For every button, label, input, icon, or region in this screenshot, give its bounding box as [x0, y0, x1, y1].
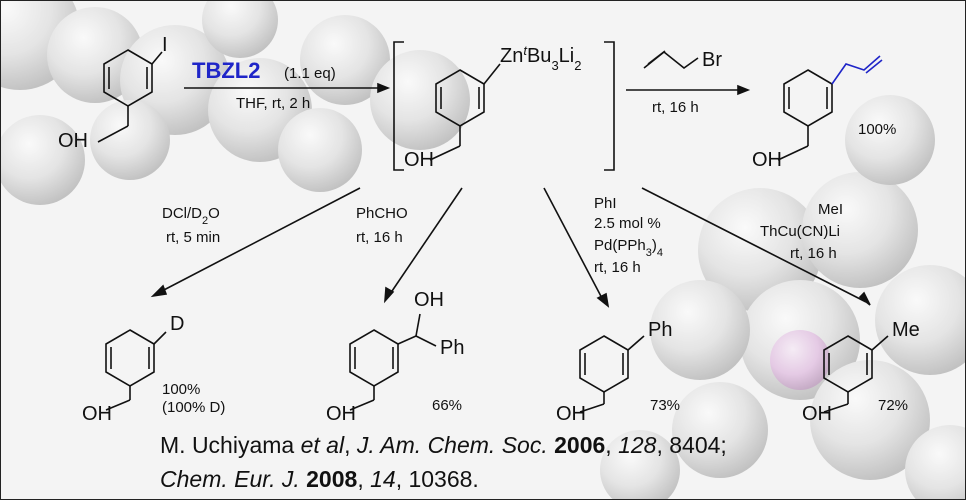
arrow-methylation	[641, 187, 871, 306]
allyl-bromide-structure	[643, 50, 699, 70]
coupling-yield: 73%	[650, 397, 680, 414]
step1-conditions: THF, rt, 2 h	[236, 95, 310, 112]
benzene-ring-allyl-product	[777, 69, 833, 161]
aldehyde-product-oh-label: OH	[326, 403, 356, 425]
bromo-label: Br	[702, 49, 722, 71]
benzene-ring-deuterated-product	[105, 329, 167, 411]
deuterated-oh-label: OH	[82, 403, 112, 425]
methylation-conditions: rt, 16 h	[790, 245, 837, 262]
methyl-label: Me	[892, 319, 920, 341]
bracket-right	[604, 41, 615, 171]
coupling-catalyst: Pd(PPh3)4	[594, 237, 663, 259]
reagent-tbzl2: TBZL2	[192, 58, 260, 83]
benzene-ring-zincate	[429, 63, 501, 161]
benzene-ring-biaryl-product	[579, 335, 645, 413]
deuteration-yield: 100%	[162, 381, 200, 398]
zincate-label: ZntBu3Li2	[500, 43, 581, 73]
deuteration-reagent: DCl/D2O	[162, 205, 220, 227]
methylation-reagent: MeI	[818, 201, 843, 218]
methyl-product-oh-label: OH	[802, 403, 832, 425]
aldehyde-ph-label: Ph	[440, 337, 464, 359]
arrow-deuteration	[150, 187, 361, 298]
arrow-coupling	[543, 187, 610, 308]
coupling-ph-label: Ph	[648, 319, 672, 341]
deuteration-yield-note: (100% D)	[162, 399, 225, 416]
coupling-conditions: rt, 16 h	[594, 259, 641, 276]
aldehyde-conditions: rt, 16 h	[356, 229, 403, 246]
arrow-allylation	[626, 84, 751, 96]
carbinol-oh-label: OH	[414, 289, 444, 311]
arrow-step1	[184, 82, 391, 94]
zincate-oh-label: OH	[404, 149, 434, 171]
substrate-oh-label: OH	[58, 130, 88, 152]
bracket-left	[393, 41, 404, 171]
benzene-ring-methyl-product	[823, 335, 889, 413]
citation-line-1: M. Uchiyama et al, J. Am. Chem. Soc. 200…	[160, 432, 727, 458]
coupling-loading: 2.5 mol %	[594, 215, 661, 232]
benzene-ring-substrate	[97, 49, 163, 143]
reagent-equiv: (1.1 eq)	[284, 65, 336, 82]
methylation-yield: 72%	[878, 397, 908, 414]
allyl-group	[831, 55, 883, 85]
benzene-ring-aldehyde-product	[349, 313, 437, 411]
arrow-aldehyde	[384, 187, 463, 304]
deuteration-conditions: rt, 5 min	[166, 229, 220, 246]
allyl-product-yield: 100%	[858, 121, 896, 138]
allylation-conditions: rt, 16 h	[652, 99, 699, 116]
aldehyde-yield: 66%	[432, 397, 462, 414]
iodo-label: I	[162, 34, 168, 56]
coupling-reagent: PhI	[594, 195, 617, 212]
methylation-catalyst: ThCu(CN)Li	[760, 223, 840, 240]
allyl-product-oh-label: OH	[752, 149, 782, 171]
citation-line-2: Chem. Eur. J. 2008, 14, 10368.	[160, 466, 479, 492]
aldehyde-reagent: PhCHO	[356, 205, 408, 222]
coupling-product-oh-label: OH	[556, 403, 586, 425]
deuterium-label: D	[170, 313, 184, 335]
